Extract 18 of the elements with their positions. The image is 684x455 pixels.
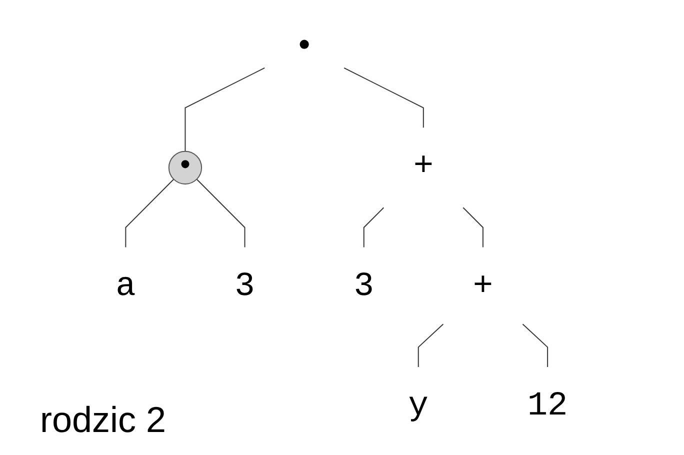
connector (463, 207, 484, 248)
connector (418, 324, 444, 368)
connector (364, 207, 384, 248)
connector (126, 178, 175, 248)
node-text: y (408, 388, 429, 426)
node-text: a (116, 268, 136, 306)
node-text: • (294, 28, 315, 66)
connector (522, 324, 548, 368)
connector (185, 67, 266, 152)
node-text: + (473, 268, 494, 306)
node-text: + (414, 148, 434, 186)
connector (344, 67, 424, 128)
node-circle: • (168, 150, 202, 184)
node-text: 3 (235, 268, 256, 306)
connector (196, 178, 246, 248)
node-text: 3 (354, 268, 374, 306)
node-text: 12 (528, 388, 568, 426)
caption-text: rodzic 2 (40, 399, 166, 441)
